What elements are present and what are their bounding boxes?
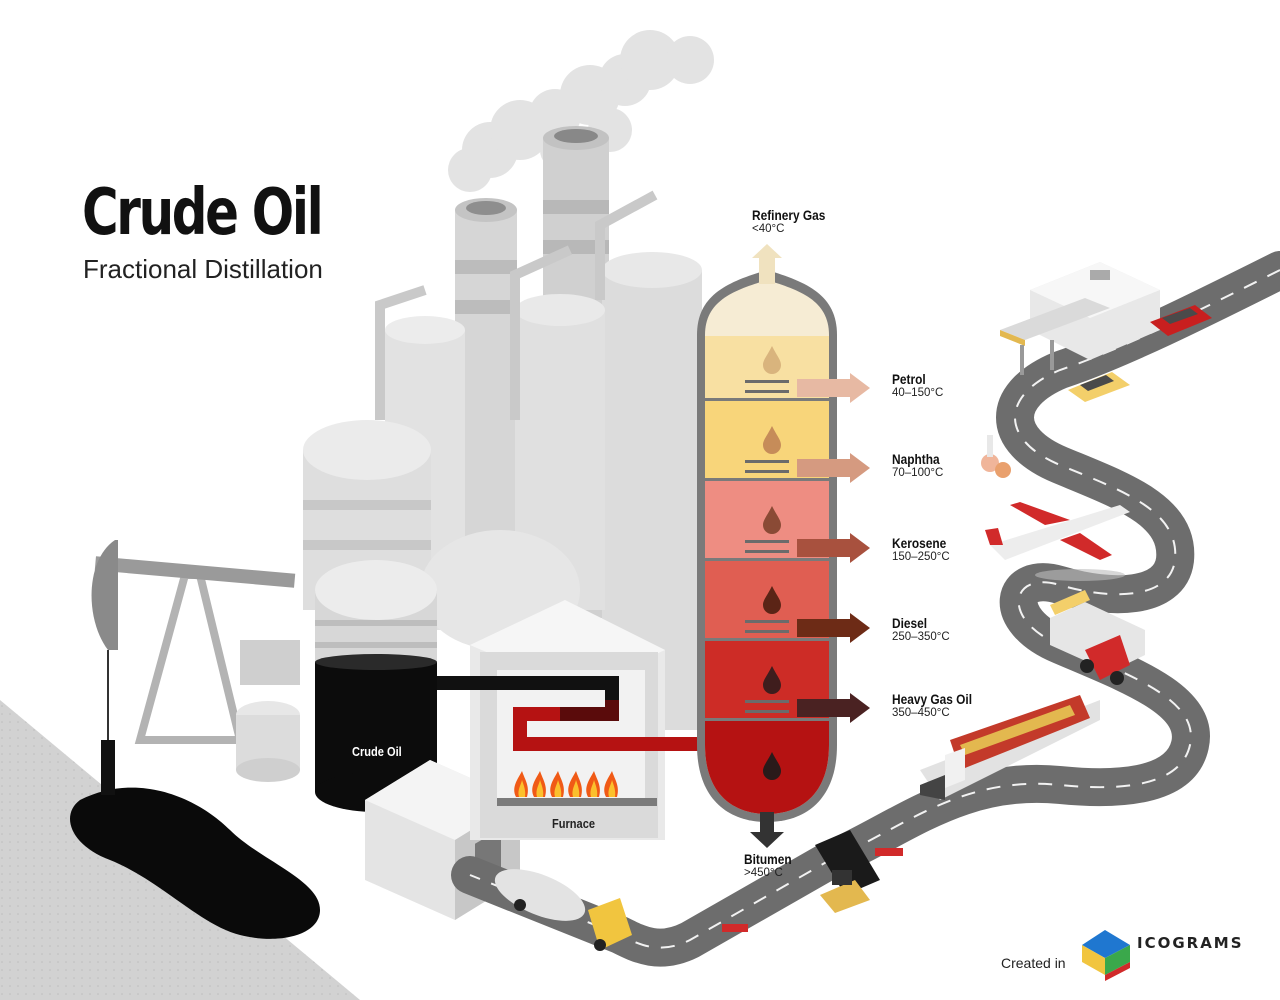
feed-pipe: [437, 676, 705, 751]
fraction-drops: [763, 346, 781, 780]
diesel-arrow: [797, 613, 870, 643]
red-car: [1150, 305, 1212, 336]
fraction-name: Refinery Gas: [752, 207, 826, 223]
airplane: [985, 502, 1130, 581]
fraction-name: Diesel: [892, 615, 928, 631]
oil-pool: [70, 787, 320, 939]
fraction-arrows: [797, 373, 870, 723]
gas-station: [1000, 262, 1160, 375]
icograms-logo: [1082, 930, 1130, 981]
fraction-temp: <40°C: [752, 222, 785, 235]
tank-label: Crude Oil: [352, 744, 402, 759]
fraction-temp: >450°C: [744, 866, 783, 879]
truck: [1050, 590, 1145, 685]
fraction-name: Petrol: [892, 371, 926, 387]
furnace-flames: [514, 771, 618, 797]
background-towers: [303, 126, 702, 730]
fraction-temp: 70–100°C: [892, 466, 944, 479]
fraction-temp: 40–150°C: [892, 386, 944, 399]
refinery-gas-label: Refinery Gas <40°C: [752, 208, 838, 235]
fraction-name: Naphtha: [892, 451, 940, 467]
brand-name: ICOGRAMS: [1137, 934, 1244, 952]
naphtha-label: Naphtha 70–100°C: [892, 452, 948, 479]
tanker-truck: [494, 869, 632, 951]
road: [451, 251, 1280, 967]
smoke-clouds: [448, 30, 714, 192]
yellow-car: [1068, 372, 1130, 402]
fraction-name: Kerosene: [892, 535, 947, 551]
kerosene-arrow: [797, 533, 870, 563]
diesel-label: Diesel 250–350°C: [892, 616, 950, 643]
bitumen-label: Bitumen >450°C: [744, 852, 800, 879]
flasks: [981, 435, 1011, 478]
fraction-temp: 150–250°C: [892, 550, 950, 563]
kerosene-label: Kerosene 150–250°C: [892, 536, 956, 563]
petrol-label: Petrol 40–150°C: [892, 372, 943, 399]
petrol-arrow: [797, 373, 870, 403]
cargo-ship: [920, 695, 1100, 800]
heavy-gas-oil-arrow: [797, 693, 870, 723]
fraction-temp: 250–350°C: [892, 630, 950, 643]
page-subtitle: Fractional Distillation: [83, 254, 323, 284]
road-roller: [820, 870, 870, 913]
credit-text: Created in: [1001, 955, 1066, 971]
fraction-temp: 350–450°C: [892, 706, 950, 719]
bitumen-arrow: [750, 812, 784, 848]
page-title: Crude Oil: [82, 176, 324, 250]
refinery-gas-arrow: [752, 244, 782, 284]
naphtha-arrow: [797, 453, 870, 483]
fraction-name: Bitumen: [744, 851, 792, 867]
fractionating-column: [697, 244, 837, 848]
road-barriers: [722, 848, 903, 932]
fraction-name: Heavy Gas Oil: [892, 691, 973, 707]
pump-jack: [91, 540, 300, 795]
heavy-gas-oil-label: Heavy Gas Oil 350–450°C: [892, 692, 986, 719]
furnace-label: Furnace: [552, 816, 595, 831]
